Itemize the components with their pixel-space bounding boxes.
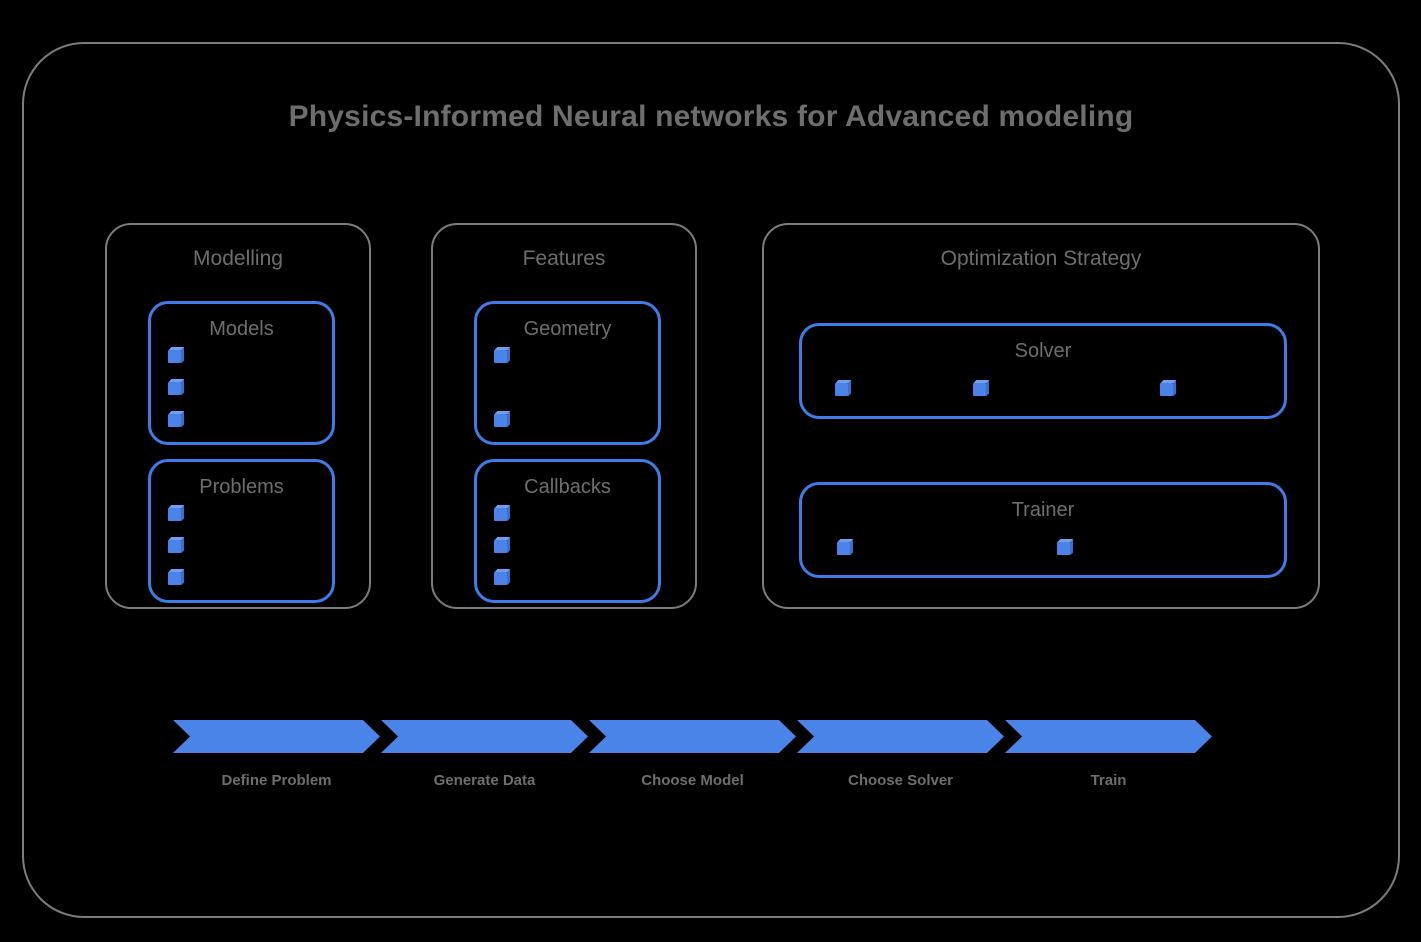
bullet-cube (494, 414, 507, 427)
bullet-cube (1057, 542, 1070, 555)
card-geometry[interactable]: Geometry (474, 301, 661, 445)
card-callbacks[interactable]: Callbacks (474, 459, 661, 603)
bullet-cube (494, 572, 507, 585)
outer-frame (22, 42, 1400, 918)
pipeline-step-define-problem[interactable] (173, 720, 380, 753)
bullet-cube (973, 383, 986, 396)
page-title: Physics-Informed Neural networks for Adv… (288, 100, 1134, 133)
group-modelling[interactable]: Modelling Models Problems (105, 223, 371, 609)
card-solver[interactable]: Solver (799, 323, 1287, 419)
bullet-cube (835, 383, 848, 396)
bullet-cube (168, 350, 181, 363)
card-title-models: Models (209, 318, 274, 340)
bullet-cube (168, 414, 181, 427)
bullet-cube (494, 350, 507, 363)
bullet-cube (168, 572, 181, 585)
group-title-features: Features (522, 247, 606, 270)
bullet-cube (168, 540, 181, 553)
pipeline-step-generate-data[interactable] (381, 720, 588, 753)
group-optimization-strategy[interactable]: Optimization Strategy Solver Trainer (762, 223, 1320, 609)
pipeline-step-choose-solver[interactable] (797, 720, 1004, 753)
card-problems[interactable]: Problems (148, 459, 335, 603)
pipeline-label-generate-data[interactable]: Generate Data (433, 772, 536, 789)
bullet-cube (494, 508, 507, 521)
card-models[interactable]: Models (148, 301, 335, 445)
bullet-cube (1160, 383, 1173, 396)
pipeline-label-choose-model[interactable]: Choose Model (641, 772, 744, 789)
pipeline-step-train[interactable] (1005, 720, 1212, 753)
bullet-cube (837, 542, 850, 555)
pipeline-label-train[interactable]: Train (1090, 772, 1127, 789)
card-title-geometry: Geometry (523, 318, 612, 340)
pipeline-step-choose-model[interactable] (589, 720, 796, 753)
card-trainer[interactable]: Trainer (799, 482, 1287, 578)
card-title-trainer: Trainer (1011, 499, 1075, 521)
pipeline-label-define-problem[interactable]: Define Problem (221, 772, 332, 789)
group-title-optimization-strategy: Optimization Strategy (940, 247, 1142, 270)
bullet-cube (168, 382, 181, 395)
card-title-callbacks: Callbacks (524, 476, 611, 498)
group-features[interactable]: Features Geometry Callbacks (431, 223, 697, 609)
card-title-problems: Problems (199, 476, 284, 498)
bullet-cube (168, 508, 181, 521)
card-title-solver: Solver (1014, 340, 1072, 362)
bullet-cube (494, 540, 507, 553)
group-title-modelling: Modelling (193, 247, 283, 270)
pipeline-label-choose-solver[interactable]: Choose Solver (847, 772, 954, 789)
